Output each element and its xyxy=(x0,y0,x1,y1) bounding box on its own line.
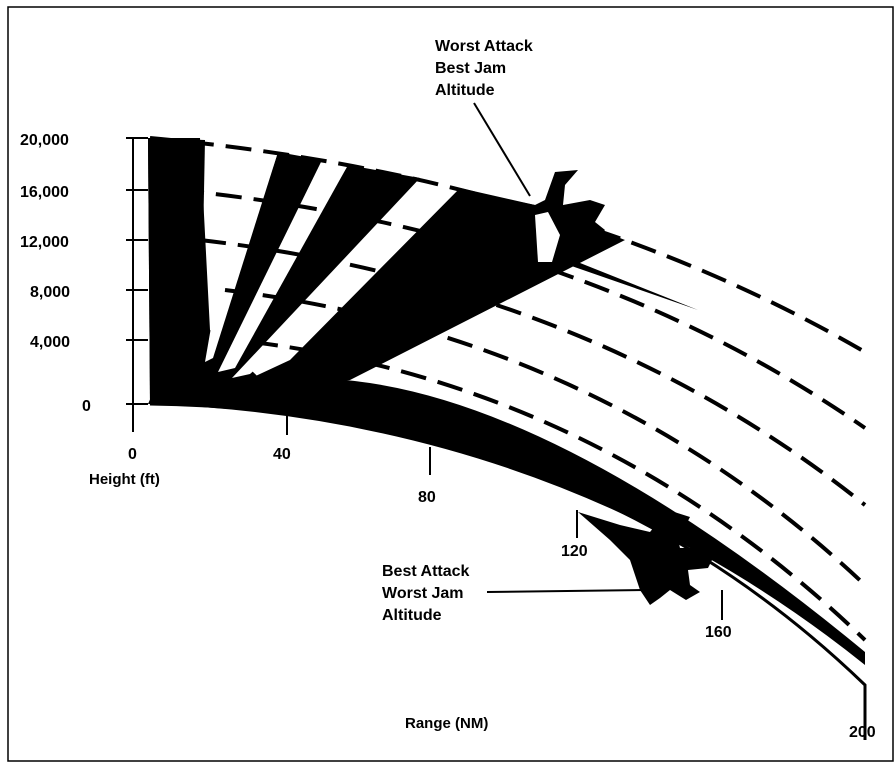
contour-4000 xyxy=(251,340,867,642)
height-axis: 20,000 16,000 12,000 8,000 4,000 0 Heigh… xyxy=(20,132,160,488)
range-axis-label: Range (NM) xyxy=(405,715,488,732)
upper-aircraft-icon xyxy=(462,170,605,265)
radar-wedge-tip xyxy=(560,255,698,310)
height-axis-label: Height (ft) xyxy=(89,471,160,488)
radar-lobe-1 xyxy=(148,138,205,404)
range-tick-label: 160 xyxy=(705,624,732,641)
range-tick-label: 120 xyxy=(561,543,588,560)
range-tick-label: 40 xyxy=(273,446,291,463)
range-tick-label: 0 xyxy=(128,446,137,463)
lower-callout-line3: Altitude xyxy=(382,607,442,624)
height-tick-label: 12,000 xyxy=(20,234,69,251)
range-tick-label: 80 xyxy=(418,489,436,506)
radar-lobe-2 xyxy=(170,152,322,400)
upper-callout-line3: Altitude xyxy=(435,82,495,99)
contour-12000 xyxy=(199,238,867,507)
contour-16000 xyxy=(177,188,867,430)
earth-surface-curve xyxy=(149,402,867,740)
upper-callout-line2: Best Jam xyxy=(435,60,506,77)
lobe-gap-2 xyxy=(218,160,348,372)
range-axis: 0 40 80 120 160 200 Range (NM) xyxy=(128,405,876,741)
upper-callout: Worst Attack Best Jam Altitude xyxy=(435,38,533,197)
lower-callout: Best Attack Worst Jam Altitude xyxy=(382,563,646,624)
lower-callout-line1: Best Attack xyxy=(382,563,470,580)
radar-lobe-3 xyxy=(185,165,420,400)
height-tick-label: 8,000 xyxy=(30,284,70,301)
height-tick-label: 16,000 xyxy=(20,184,69,201)
height-tick-label: 20,000 xyxy=(20,132,69,149)
ground-band xyxy=(150,380,865,665)
range-tick-label: 200 xyxy=(849,724,876,741)
lower-aircraft-icon xyxy=(578,510,718,605)
height-tick-label: 0 xyxy=(82,398,91,415)
upper-callout-line1: Worst Attack xyxy=(435,38,533,55)
diagram-frame xyxy=(7,6,894,762)
height-tick-label: 4,000 xyxy=(30,334,70,351)
lower-callout-leader xyxy=(486,589,646,593)
upper-callout-leader xyxy=(473,102,531,197)
lobe-gap-1 xyxy=(205,152,278,362)
lower-callout-line2: Worst Jam xyxy=(382,585,464,602)
contour-8000 xyxy=(224,288,867,587)
